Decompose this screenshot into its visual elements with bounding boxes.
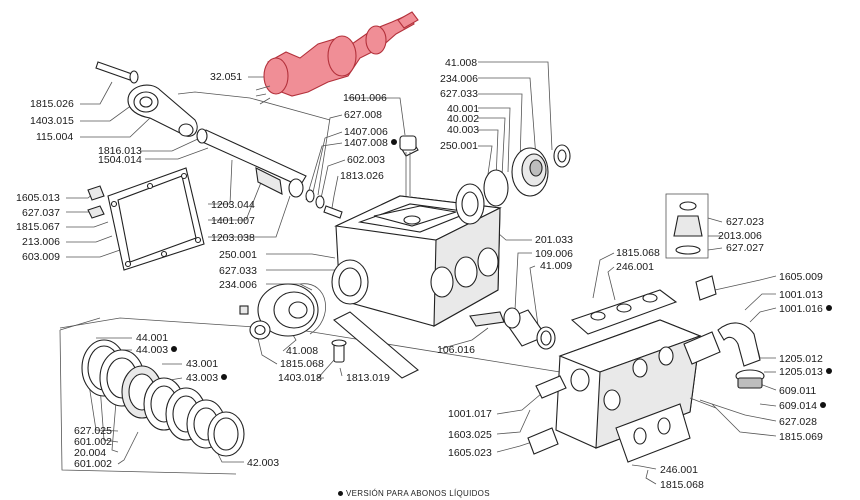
side-cover: [87, 167, 205, 271]
label-1601-006: 1601.006: [343, 92, 387, 104]
label-601-002-b: 601.002: [74, 458, 112, 470]
sleeve-ring: [503, 307, 556, 350]
label-32-051: 32.051: [210, 71, 243, 83]
label-106-016: 106.016: [437, 344, 475, 356]
outlet-fittings: [527, 275, 765, 455]
valve-assembly: [665, 193, 709, 259]
label-1205-012: 1205.012: [779, 353, 823, 365]
label-115-004: 115.004: [36, 131, 74, 143]
label-1815-069: 1815.069: [779, 431, 823, 443]
label-1815-067: 1815.067: [16, 221, 60, 233]
label-40-001: 40.001: [447, 103, 480, 115]
label-627-025: 627.025: [74, 425, 112, 437]
label-1603-025: 1603.025: [448, 429, 492, 441]
label-627-023: 627.023: [726, 216, 764, 228]
label-601-002-a: 601.002: [74, 436, 112, 448]
label-1407-006: 1407.006: [344, 126, 388, 138]
bullet-dot-icon: [338, 491, 343, 496]
label-250-001-b: 250.001: [440, 140, 478, 152]
label-1813-019: 1813.019: [346, 372, 390, 384]
label-1407-008: 1407.008: [344, 137, 397, 149]
label-234-006-a: 234.006: [219, 279, 257, 291]
label-1203-044: 1203.044: [211, 199, 255, 211]
label-201-033: 201.033: [535, 234, 573, 246]
label-1816-013: 1816.013: [98, 145, 142, 157]
label-1605-023: 1605.023: [448, 447, 492, 459]
bottom-plate: [331, 311, 505, 379]
label-627-028: 627.028: [779, 416, 817, 428]
label-40-003: 40.003: [447, 124, 480, 136]
label-20-004: 20.004: [74, 447, 107, 459]
label-234-006-b: 234.006: [440, 73, 478, 85]
label-246-001-a: 246.001: [616, 261, 654, 273]
label-627-027: 627.027: [726, 242, 764, 254]
packing-stack: [81, 339, 245, 457]
label-41-008-a: 41.008: [445, 57, 478, 69]
crankshaft-32-051: [255, 11, 419, 105]
label-609-014: 609.014: [779, 400, 826, 412]
label-44-003: 44.003: [136, 344, 177, 356]
label-1001-013: 1001.013: [779, 289, 823, 301]
label-1815-068-c: 1815.068: [660, 479, 704, 491]
label-627-033-a: 627.033: [219, 265, 257, 277]
label-41-009: 41.009: [540, 260, 573, 272]
leader-lines: [59, 61, 777, 485]
label-1403-018: 1403.018: [278, 372, 322, 384]
label-213-006: 213.006: [22, 236, 60, 248]
connecting-rod: [95, 61, 198, 137]
label-1813-026: 1813.026: [340, 170, 384, 182]
label-1403-015: 1403.015: [30, 115, 74, 127]
label-250-001-a: 250.001: [219, 249, 257, 261]
label-1815-068-b: 1815.068: [280, 358, 324, 370]
label-41-008-b: 41.008: [286, 345, 319, 357]
bearings-rear: [455, 144, 571, 225]
label-246-001-b: 246.001: [660, 464, 698, 476]
label-1815-026: 1815.026: [30, 98, 74, 110]
footnote: VERSIÓN PARA ABONOS LÍQUIDOS: [338, 489, 490, 498]
label-603-009: 603.009: [22, 251, 60, 263]
plunger-guide: [196, 128, 343, 219]
footnote-text: VERSIÓN PARA ABONOS LÍQUIDOS: [346, 489, 490, 498]
label-1605-009: 1605.009: [779, 271, 823, 283]
label-2013-006: 2013.006: [718, 230, 762, 242]
bearing-cover-front: [239, 283, 326, 340]
label-42-003: 42.003: [247, 457, 280, 469]
label-43-003: 43.003: [186, 372, 227, 384]
label-609-011: 609.011: [779, 385, 817, 397]
label-44-001: 44.001: [136, 332, 169, 344]
label-1205-013: 1205.013: [779, 366, 832, 378]
label-1203-038: 1203.038: [211, 232, 255, 244]
label-627-033-b: 627.033: [440, 88, 478, 100]
label-1605-013: 1605.013: [16, 192, 60, 204]
label-1504-014: 1504.014: [98, 154, 142, 166]
label-109-006: 109.006: [535, 248, 573, 260]
crankcase: [331, 135, 502, 327]
label-1001-016: 1001.016: [779, 303, 832, 315]
label-1401-007: 1401.007: [211, 215, 255, 227]
label-627-037: 627.037: [22, 207, 60, 219]
manifold-head: [555, 289, 702, 463]
label-40-002: 40.002: [447, 113, 480, 125]
label-1815-068-a: 1815.068: [616, 247, 660, 259]
label-1001-017: 1001.017: [448, 408, 492, 420]
assembly-outline: [59, 317, 237, 475]
label-43-001: 43.001: [186, 358, 219, 370]
label-602-003: 602.003: [347, 154, 385, 166]
label-627-008: 627.008: [344, 109, 382, 121]
